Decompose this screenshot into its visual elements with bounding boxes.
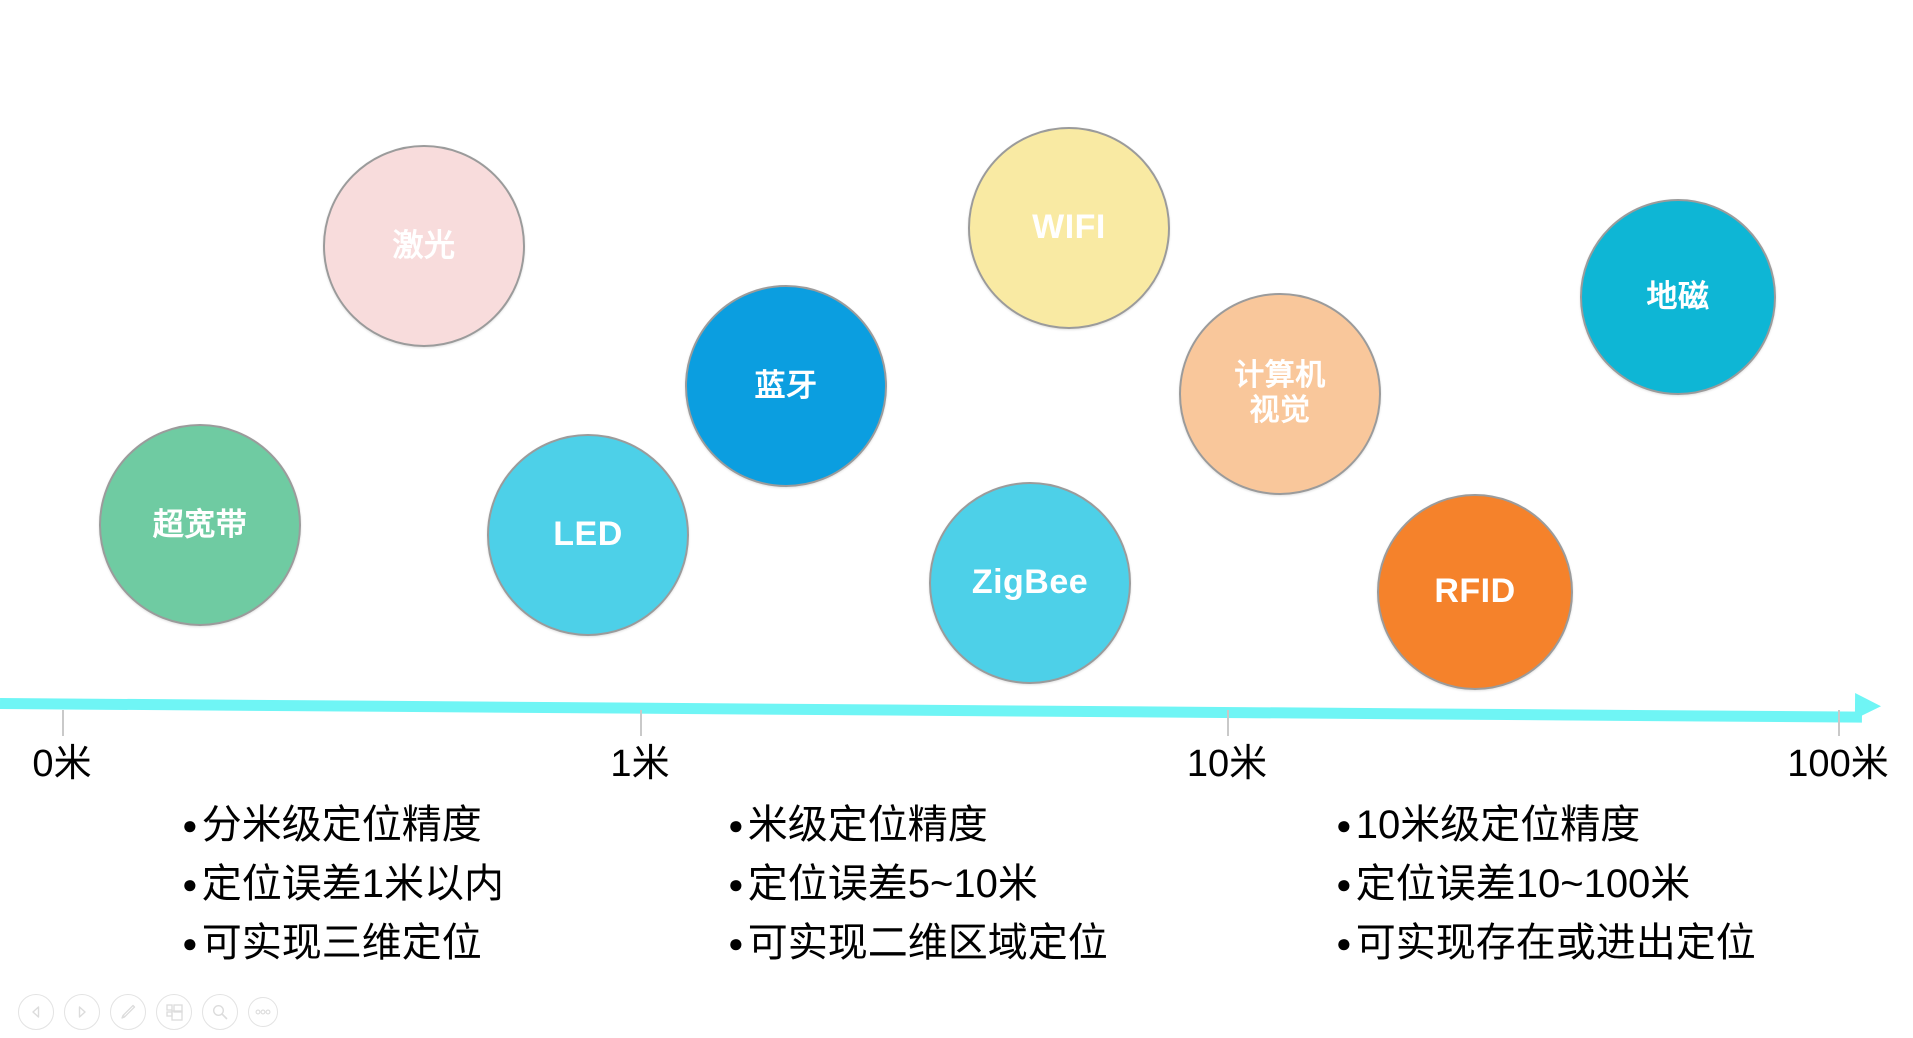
bullet-marker-icon: ● (728, 869, 744, 900)
bubble-label: ZigBee (971, 563, 1089, 602)
axis-tick (1227, 710, 1229, 736)
bullet-text: 定位误差5~10米 (747, 862, 1038, 907)
bubble-uwb[interactable]: 超宽带 (99, 424, 301, 626)
magnifier-icon (211, 1003, 229, 1021)
bullet-marker-icon: ● (182, 869, 198, 900)
presentation-toolbar (18, 994, 278, 1030)
bubble-label: 计算机 视觉 (1234, 359, 1326, 427)
bullet-item: ●定位误差10~100米 (1336, 855, 1756, 914)
bullet-item: ●定位误差1米以内 (182, 855, 504, 914)
axis-tick (1838, 710, 1840, 736)
bullet-item: ●10米级定位精度 (1336, 796, 1756, 855)
bubble-label: WIFI (1032, 208, 1106, 247)
axis-line (0, 698, 1862, 723)
bubble-label: LED (553, 515, 623, 554)
bullet-text: 可实现二维区域定位 (747, 921, 1108, 966)
axis-arrowhead (1854, 693, 1882, 720)
bubble-label: 地磁 (1646, 279, 1710, 315)
bullet-marker-icon: ● (728, 928, 744, 959)
ellipsis-icon (254, 1008, 272, 1016)
bubble-label: 超宽带 (152, 507, 248, 543)
bullet-column-ten-meter-accuracy: ●10米级定位精度●定位误差10~100米●可实现存在或进出定位 (1336, 796, 1756, 974)
slide-grid-button[interactable] (156, 994, 192, 1030)
precision-axis (0, 688, 1913, 736)
triangle-left-icon (29, 1005, 43, 1019)
bullet-item: ●分米级定位精度 (182, 796, 504, 855)
bubble-wifi[interactable]: WIFI (968, 127, 1170, 329)
bubble-led[interactable]: LED (487, 434, 689, 636)
bubble-geomag[interactable]: 地磁 (1580, 199, 1776, 395)
bullet-text: 米级定位精度 (747, 803, 988, 847)
bubble-zigbee[interactable]: ZigBee (929, 482, 1131, 684)
bullet-item: ●可实现二维区域定位 (728, 914, 1108, 973)
more-options-button[interactable] (248, 997, 278, 1027)
bullet-text: 10米级定位精度 (1355, 803, 1641, 847)
bullet-text: 可实现存在或进出定位 (1355, 921, 1756, 966)
zoom-tool-button[interactable] (202, 994, 238, 1030)
bullet-marker-icon: ● (1336, 810, 1352, 840)
bullet-text: 分米级定位精度 (201, 803, 482, 847)
axis-tick-label: 0米 (32, 743, 92, 785)
pen-icon (119, 1003, 137, 1021)
bubble-bluetooth[interactable]: 蓝牙 (685, 285, 887, 487)
bullet-text: 可实现三维定位 (201, 921, 482, 966)
bubble-laser[interactable]: 激光 (323, 145, 525, 347)
bullet-marker-icon: ● (1336, 869, 1352, 900)
axis-tick (640, 710, 642, 736)
triangle-right-icon (75, 1005, 89, 1019)
bullet-column-decimeter-accuracy: ●分米级定位精度●定位误差1米以内●可实现三维定位 (182, 796, 504, 974)
bullet-item: ●可实现存在或进出定位 (1336, 914, 1756, 973)
bullet-marker-icon: ● (182, 810, 198, 840)
axis-tick-label: 1米 (610, 743, 670, 785)
bullet-item: ●米级定位精度 (728, 796, 1108, 855)
bubble-rfid[interactable]: RFID (1377, 494, 1573, 690)
bubble-label: 激光 (392, 228, 456, 264)
bullet-text: 定位误差10~100米 (1355, 862, 1691, 907)
bullet-item: ●定位误差5~10米 (728, 855, 1108, 914)
axis-tick-label: 10米 (1186, 743, 1268, 785)
bullet-marker-icon: ● (728, 810, 744, 840)
bullet-marker-icon: ● (182, 928, 198, 959)
axis-tick (62, 710, 64, 736)
bubble-label: RFID (1434, 572, 1516, 611)
bullet-item: ●可实现三维定位 (182, 914, 504, 973)
axis-tick-label: 100米 (1787, 743, 1889, 785)
previous-slide-button[interactable] (18, 994, 54, 1030)
next-slide-button[interactable] (64, 994, 100, 1030)
grid-icon (165, 1003, 184, 1022)
bullet-column-meter-accuracy: ●米级定位精度●定位误差5~10米●可实现二维区域定位 (728, 796, 1108, 974)
bullet-text: 定位误差1米以内 (201, 862, 504, 907)
bullet-marker-icon: ● (1336, 928, 1352, 959)
bubble-label: 蓝牙 (754, 368, 818, 404)
bubble-cv[interactable]: 计算机 视觉 (1179, 293, 1381, 495)
pen-tool-button[interactable] (110, 994, 146, 1030)
